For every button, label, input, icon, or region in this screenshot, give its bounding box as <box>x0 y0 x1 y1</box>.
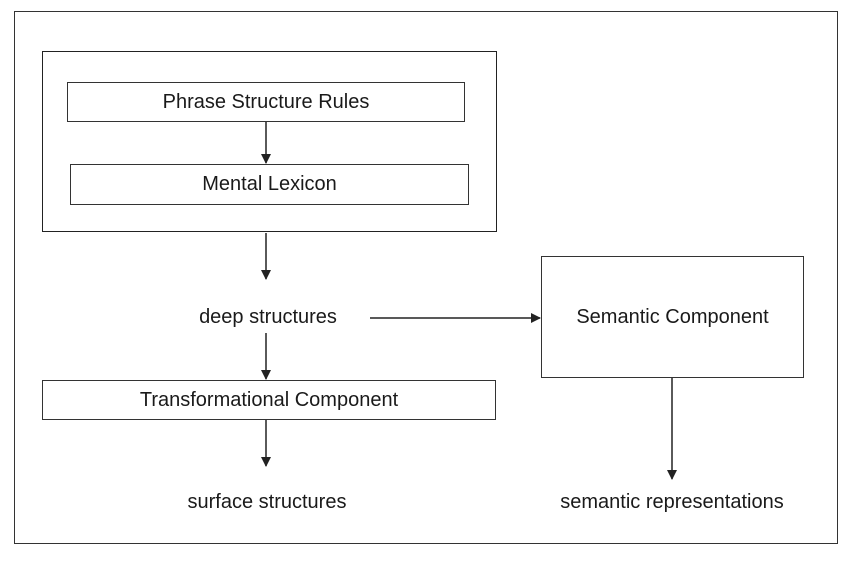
transformational-component-box: Transformational Component <box>42 380 496 420</box>
mental-lexicon-box: Mental Lexicon <box>70 164 469 205</box>
surface-structures-label: surface structures <box>187 491 347 513</box>
semantic-component-box: Semantic Component <box>541 256 804 378</box>
mental-lexicon-label: Mental Lexicon <box>202 173 337 195</box>
diagram-frame <box>14 11 838 544</box>
phrase-structure-rules-label: Phrase Structure Rules <box>162 90 370 113</box>
phrase-structure-rules-box: Phrase Structure Rules <box>67 82 465 122</box>
semantic-representations-label: semantic representations <box>560 491 784 513</box>
semantic-component-label: Semantic Component <box>576 305 769 328</box>
syntax-base-group <box>42 51 497 232</box>
transformational-component-label: Transformational Component <box>139 388 399 411</box>
deep-structures-label: deep structures <box>199 306 337 328</box>
